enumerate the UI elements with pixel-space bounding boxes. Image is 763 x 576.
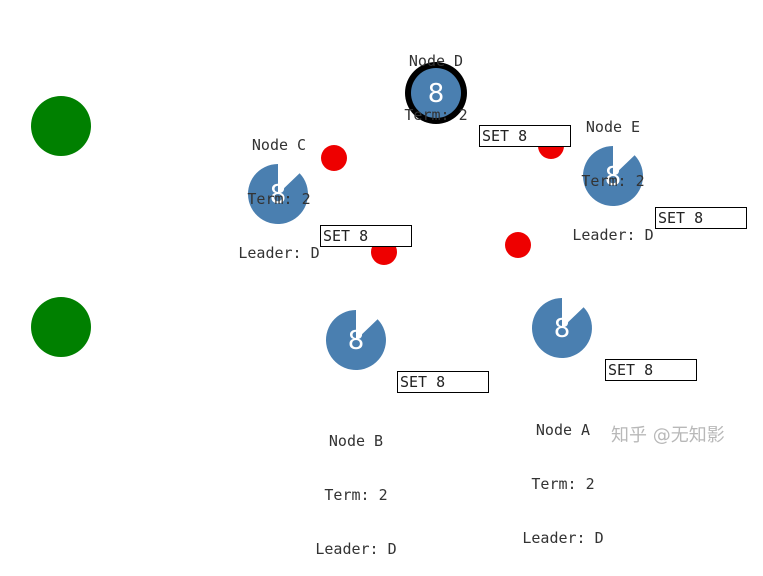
node-c-leader: Leader: D <box>238 244 320 262</box>
set-message-box: SET 8 <box>397 371 489 393</box>
set-message-box: SET 8 <box>605 359 697 381</box>
node-c-circle <box>247 164 308 225</box>
node-e-value: 8 <box>605 162 622 192</box>
set-message-box: SET 8 <box>320 225 412 247</box>
node-c-term: Term: 2 <box>247 190 311 208</box>
node-e-label: Node E Term: 2 Leader: D <box>553 82 673 262</box>
node-d: 8 <box>405 62 467 124</box>
set-message-box: SET 8 <box>655 207 747 229</box>
node-b: 8 <box>325 310 386 370</box>
node-e-term: Term: 2 <box>581 172 645 190</box>
set-message-box: SET 8 <box>479 125 571 147</box>
node-c: 8 <box>247 164 308 225</box>
node-b-value: 8 <box>348 326 365 356</box>
node-b-name: Node B <box>328 432 384 450</box>
node-c-name: Node C <box>251 136 307 154</box>
node-e-name: Node E <box>585 118 641 136</box>
message-dot-c <box>321 145 347 171</box>
node-c-label: Node C Term: 2 Leader: D <box>219 100 339 280</box>
node-a-term: Term: 2 <box>531 475 595 493</box>
node-a-name: Node A <box>535 421 591 439</box>
client-circle-bottom <box>31 297 91 357</box>
node-e-leader: Leader: D <box>572 226 654 244</box>
node-b-term: Term: 2 <box>324 486 388 504</box>
client-circle-top <box>31 96 91 156</box>
node-a-value: 8 <box>554 314 571 344</box>
node-c-value: 8 <box>270 180 287 210</box>
node-e-circle <box>582 145 643 206</box>
node-d-label: Node D Term: 2 <box>386 16 486 142</box>
node-b-label: Node B Term: 2 Leader: D <box>296 396 416 576</box>
node-b-circle <box>325 310 386 370</box>
node-a-circle <box>531 298 592 358</box>
node-d-value: 8 <box>428 79 445 109</box>
watermark: 知乎 @无知影 <box>611 425 725 446</box>
node-d-circle <box>411 68 461 118</box>
message-dot-a <box>505 232 531 258</box>
node-b-leader: Leader: D <box>315 540 397 558</box>
node-e: 8 <box>582 145 643 206</box>
node-d-term: Term: 2 <box>404 106 468 124</box>
node-a-leader: Leader: D <box>522 529 604 547</box>
node-a: 8 <box>531 298 592 358</box>
node-a-label: Node A Term: 2 Leader: D <box>503 385 623 565</box>
node-d-name: Node D <box>408 52 464 70</box>
